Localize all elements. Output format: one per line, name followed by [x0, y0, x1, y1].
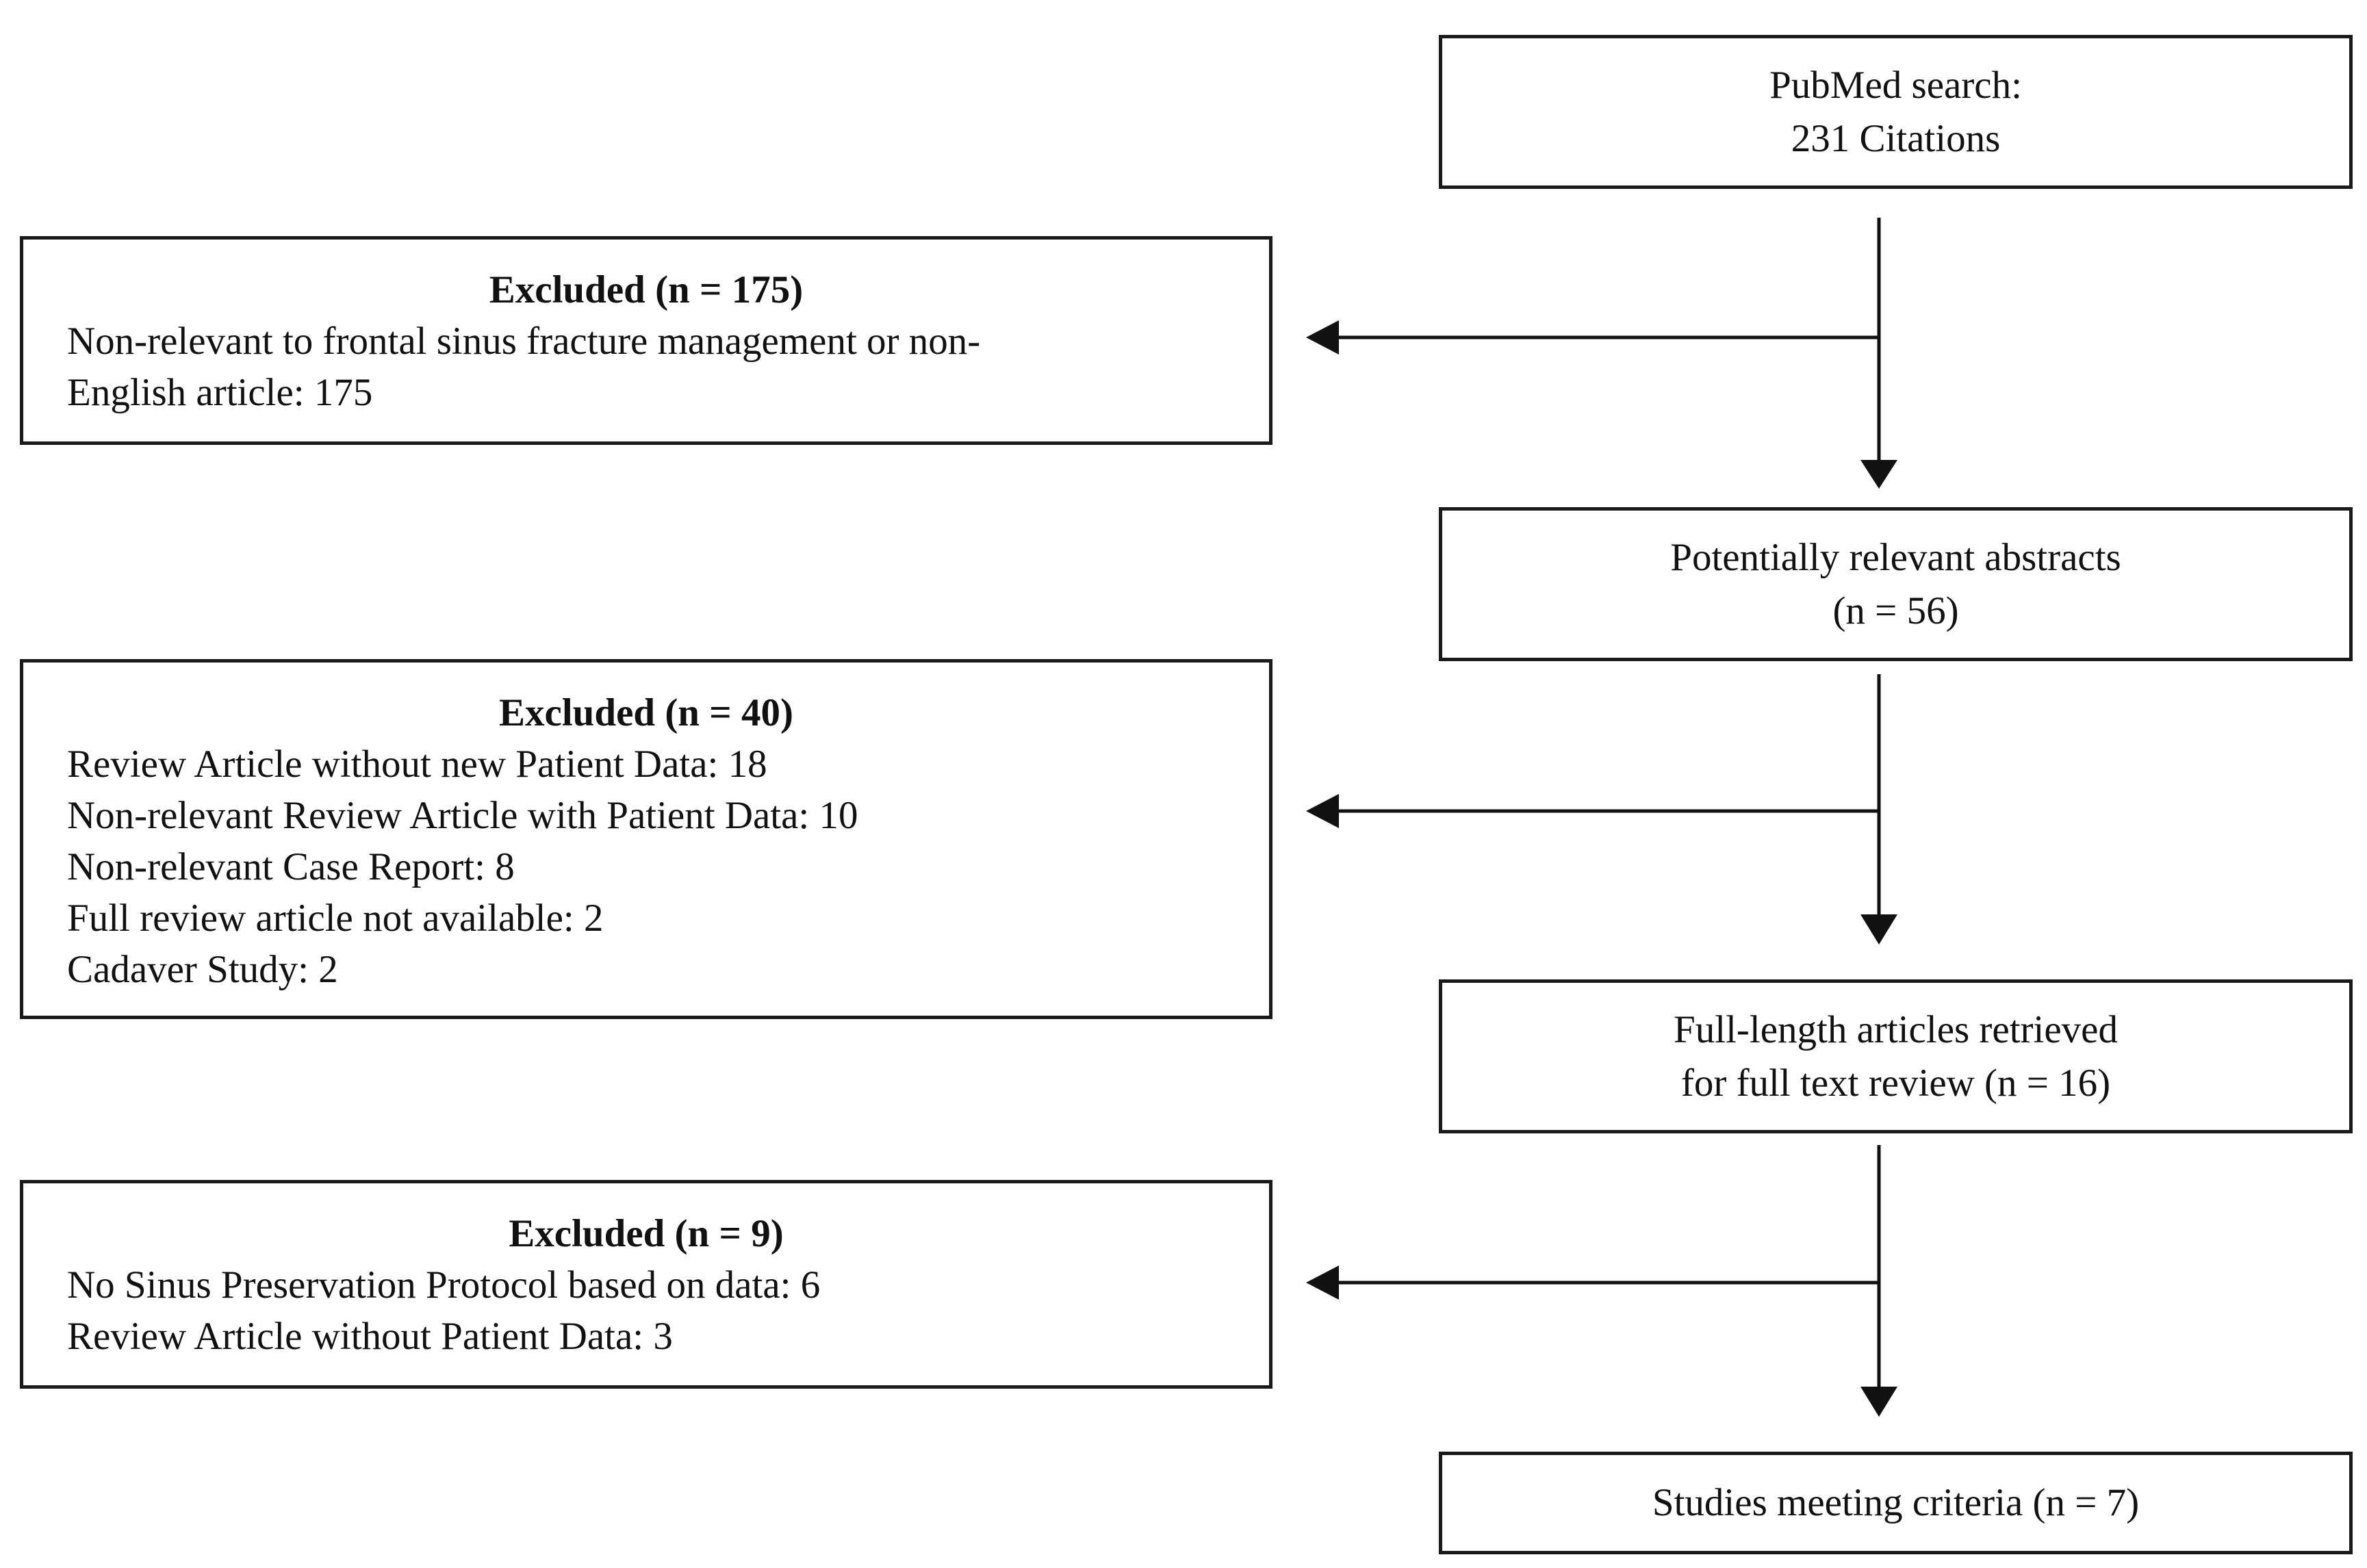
step-line: (n = 56) [1832, 589, 1959, 632]
step-line: Studies meeting criteria (n = 7) [1652, 1481, 2140, 1525]
step-line: 231 Citations [1791, 116, 2001, 160]
step-box-relevant-abstracts: Potentially relevant abstracts (n = 56) [1439, 507, 2353, 661]
step-box-full-text-review: Full-length articles retrieved for full … [1439, 979, 2353, 1133]
exclusion-reason: English article: 175 [67, 371, 373, 414]
exclusion-reason: Review Article without Patient Data: 3 [67, 1315, 673, 1358]
exclusion-box-40: Excluded (n = 40) Review Article without… [20, 659, 1272, 1019]
exclusion-box-9: Excluded (n = 9) No Sinus Preservation P… [20, 1180, 1272, 1389]
exclusion-title: Excluded (n = 175) [489, 268, 804, 311]
exclusion-reason: Full review article not available: 2 [67, 897, 604, 940]
arrowhead-down-2 [1860, 914, 1897, 944]
exclusion-reason: Non-relevant Case Report: 8 [67, 845, 515, 888]
exclusion-reason: Cadaver Study: 2 [67, 948, 338, 991]
exclusion-reason: Non-relevant Review Article with Patient… [67, 794, 858, 837]
exclusion-reason: No Sinus Preservation Protocol based on … [67, 1263, 821, 1307]
step-line: for full text review (n = 16) [1680, 1061, 2111, 1105]
exclusion-title: Excluded (n = 40) [499, 691, 793, 734]
exclusion-reason: Review Article without new Patient Data:… [67, 743, 767, 786]
step-line: Full-length articles retrieved [1674, 1007, 2118, 1051]
arrowhead-down-1 [1860, 460, 1897, 489]
step-line: PubMed search: [1769, 63, 2022, 107]
step-box-studies-meeting-criteria: Studies meeting criteria (n = 7) [1439, 1452, 2353, 1554]
exclusion-title: Excluded (n = 9) [509, 1212, 784, 1255]
arrowhead-left-3 [1306, 1265, 1339, 1300]
exclusion-box-175: Excluded (n = 175) Non-relevant to front… [20, 236, 1272, 445]
step-box-pubmed-search: PubMed search: 231 Citations [1439, 35, 2353, 189]
step-line: Potentially relevant abstracts [1670, 535, 2121, 579]
arrowhead-left-1 [1306, 320, 1339, 355]
arrowhead-down-3 [1860, 1387, 1897, 1417]
exclusion-reason: Non-relevant to frontal sinus fracture m… [67, 320, 981, 363]
arrowhead-left-2 [1306, 794, 1339, 828]
